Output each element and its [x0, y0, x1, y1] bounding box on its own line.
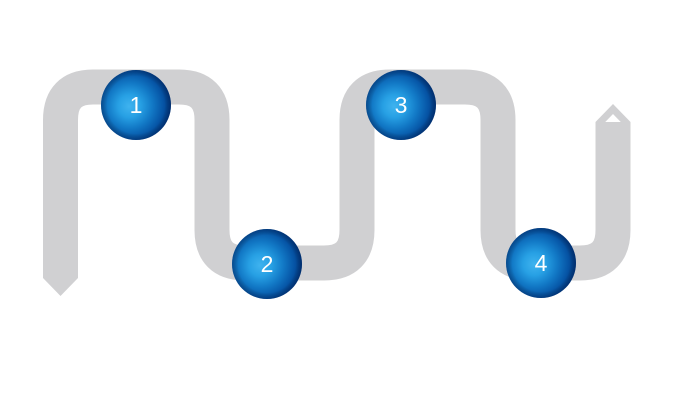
step-nodes-layer: 1 2 3 4	[101, 70, 576, 299]
step-node-4[interactable]: 4	[506, 228, 576, 298]
step-node-rim-shade	[506, 228, 576, 298]
end-chevron-tip-icon	[595, 104, 631, 132]
step-node-rim-shade	[366, 70, 436, 140]
start-chevron-tip-icon	[43, 268, 78, 296]
step-node-2[interactable]: 2	[232, 229, 302, 299]
step-node-rim-shade	[232, 229, 302, 299]
step-node-label: 4	[535, 250, 548, 276]
step-node-label: 1	[130, 92, 143, 118]
step-node-3[interactable]: 3	[366, 70, 436, 140]
step-node-label: 3	[395, 92, 408, 118]
step-node-rim-shade	[101, 70, 171, 140]
step-node-1[interactable]: 1	[101, 70, 171, 140]
step-node-label: 2	[261, 251, 274, 277]
